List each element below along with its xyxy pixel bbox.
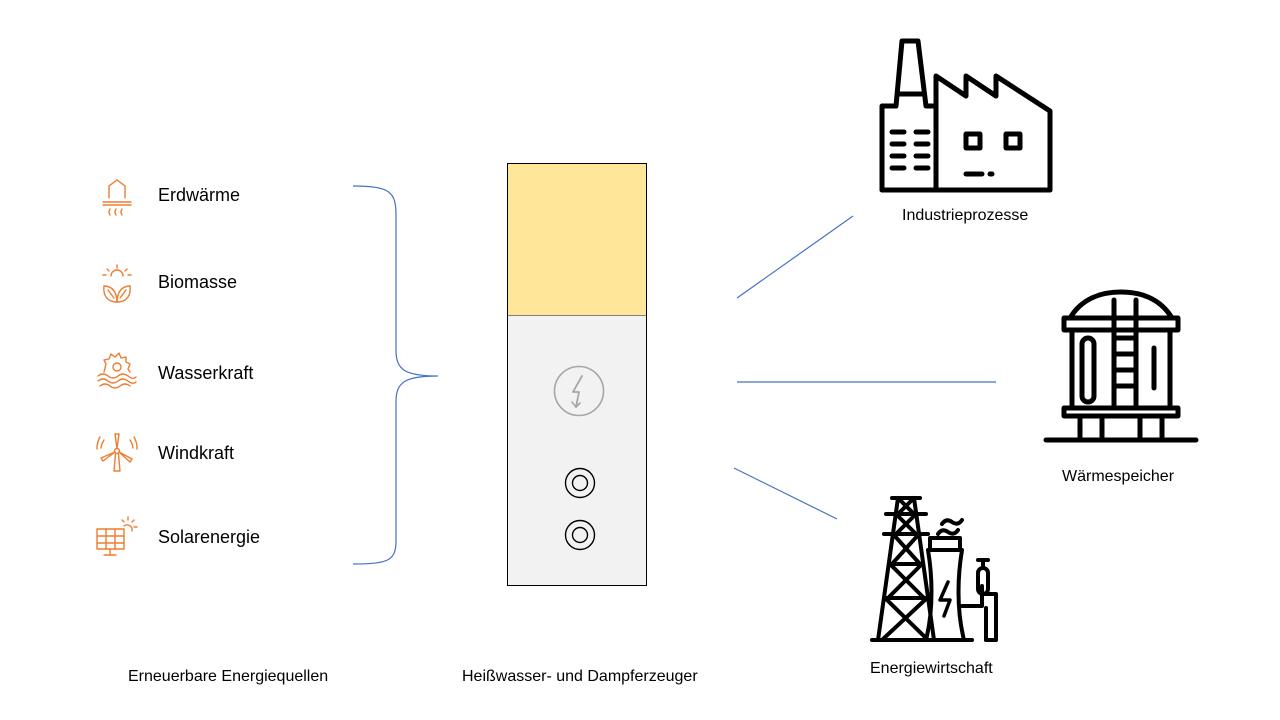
source-label-geothermal: Erdwärme <box>158 185 241 205</box>
source-label-biomass: Biomasse <box>158 272 238 292</box>
caption-generator: Heißwasser- und Dampferzeuger <box>462 668 698 685</box>
generator-box <box>507 163 647 586</box>
caption-storage: Wärmespeicher <box>1062 468 1175 485</box>
generator-top-section <box>508 164 646 316</box>
port-icon <box>564 519 596 556</box>
source-label-wind: Windkraft <box>158 443 235 463</box>
hydropower-icon <box>96 350 138 390</box>
source-label-hydropower: Wasserkraft <box>158 363 254 383</box>
biomass-icon <box>100 264 134 306</box>
lightning-bolt-icon <box>553 365 605 422</box>
storage-tank-icon <box>1042 288 1200 453</box>
geothermal-icon <box>100 178 134 220</box>
source-label-solar: Solarenergie <box>158 527 261 547</box>
line-to-industry <box>736 215 854 299</box>
generator-body-section <box>508 316 646 585</box>
factory-icon <box>878 36 1056 199</box>
caption-industry: Industrieprozesse <box>902 207 1029 224</box>
power-plant-icon <box>868 488 1008 649</box>
caption-sources: Erneuerbare Energiequellen <box>128 668 329 685</box>
solar-panel-icon <box>94 516 138 558</box>
line-to-energy <box>733 467 838 520</box>
caption-energy: Energiewirtschaft <box>870 660 993 677</box>
source-bracket <box>352 185 439 565</box>
port-icon <box>564 467 596 504</box>
wind-turbine-icon <box>95 430 139 474</box>
